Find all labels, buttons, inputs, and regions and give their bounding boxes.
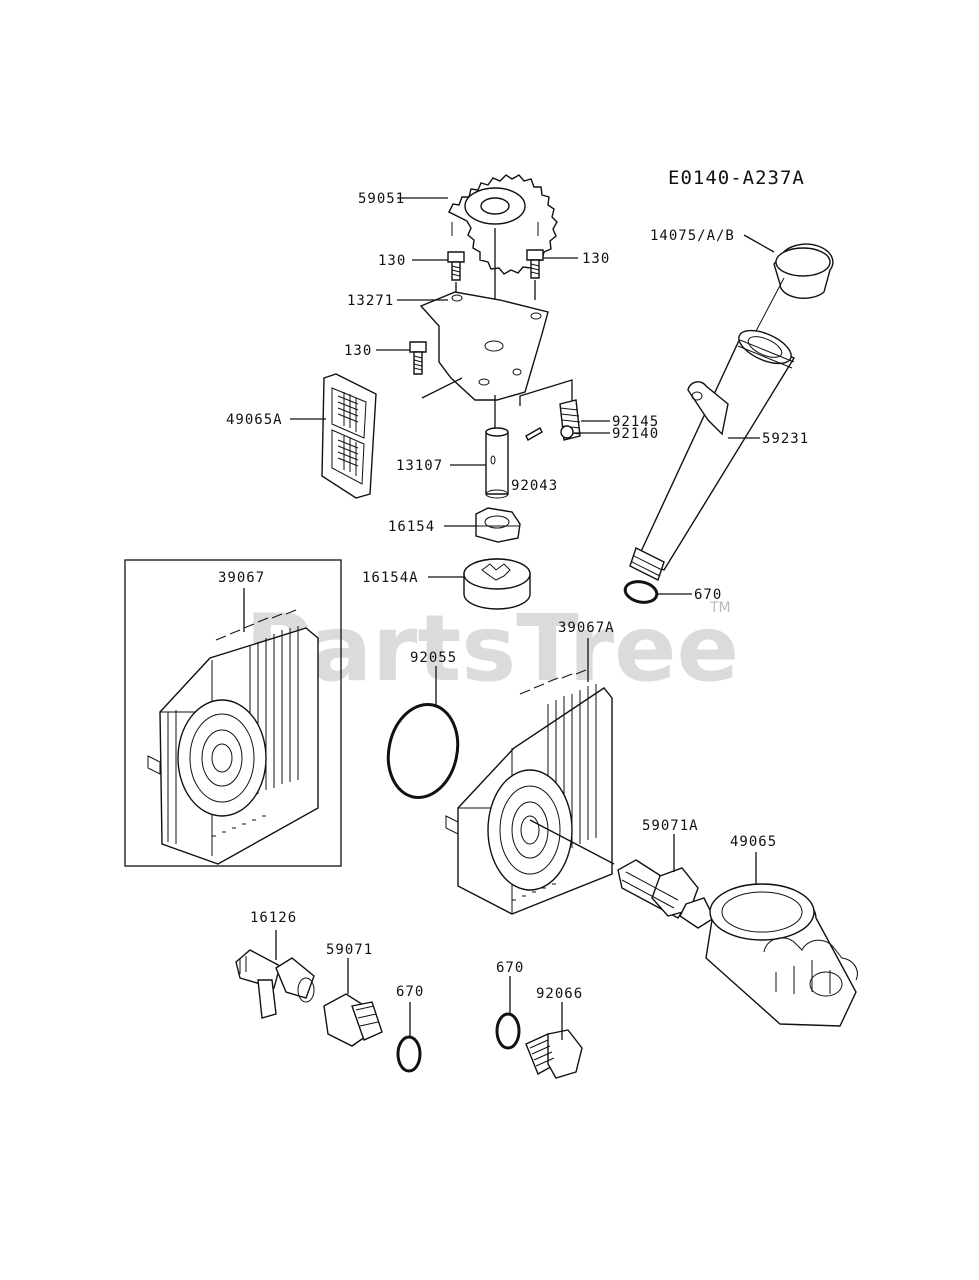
label-130-right[interactable]: 130 — [582, 251, 610, 267]
label-670-top[interactable]: 670 — [694, 587, 722, 603]
rotor-16154[interactable] — [475, 507, 521, 543]
cooler-39067[interactable] — [147, 609, 319, 865]
pipe-16126[interactable] — [235, 949, 315, 1019]
label-59051[interactable]: 59051 — [358, 191, 405, 207]
tube-59231[interactable] — [629, 324, 796, 581]
label-670-left[interactable]: 670 — [396, 984, 424, 1000]
label-16126[interactable]: 16126 — [250, 910, 297, 926]
label-670-mid[interactable]: 670 — [496, 960, 524, 976]
label-14075[interactable]: 14075/A/B — [650, 228, 735, 244]
oring-670-top[interactable] — [623, 579, 659, 605]
bolt-130-right[interactable] — [526, 249, 544, 279]
label-92066[interactable]: 92066 — [536, 986, 583, 1002]
bolt-130-left[interactable] — [447, 251, 465, 281]
filter-49065[interactable] — [705, 883, 858, 1027]
cap-14075[interactable] — [745, 243, 834, 351]
label-130-left[interactable]: 130 — [378, 253, 406, 269]
label-49065[interactable]: 49065 — [730, 834, 777, 850]
oring-92055[interactable] — [380, 698, 466, 804]
screen-49065A[interactable] — [321, 373, 377, 499]
label-13107[interactable]: 13107 — [396, 458, 443, 474]
label-59071A[interactable]: 59071A — [642, 818, 699, 834]
plug-92066[interactable] — [525, 1029, 583, 1079]
watermark-tm: TM — [709, 600, 731, 616]
label-39067A[interactable]: 39067A — [558, 620, 615, 636]
rotor-16154A[interactable] — [463, 558, 531, 610]
label-130-mid[interactable]: 130 — [344, 343, 372, 359]
diagram-code: E0140-A237A — [668, 167, 805, 189]
label-92055[interactable]: 92055 — [410, 650, 457, 666]
watermark: PartsTree — [245, 595, 739, 702]
cooler-39067A[interactable] — [445, 669, 613, 915]
plug-59071[interactable] — [323, 993, 383, 1047]
label-92145[interactable]: 92145 — [612, 414, 659, 430]
label-59071[interactable]: 59071 — [326, 942, 373, 958]
label-13271[interactable]: 13271 — [347, 293, 394, 309]
label-39067[interactable]: 39067 — [218, 570, 265, 586]
shaft-13107[interactable] — [485, 427, 509, 499]
label-16154[interactable]: 16154 — [388, 519, 435, 535]
oring-670-mid[interactable] — [495, 1012, 521, 1050]
nipple-59071A[interactable] — [617, 859, 715, 929]
label-92043[interactable]: 92043 — [511, 478, 558, 494]
bolt-130-mid[interactable] — [409, 341, 427, 375]
label-92140[interactable]: 92140 — [612, 426, 659, 442]
ball-92140[interactable] — [560, 425, 574, 439]
box-39067 — [124, 559, 342, 867]
label-49065A[interactable]: 49065A — [226, 412, 283, 428]
plate-13271[interactable] — [419, 291, 549, 401]
oring-670-left[interactable] — [396, 1035, 422, 1073]
gear-59051[interactable] — [448, 174, 558, 275]
pin-92043[interactable] — [525, 427, 543, 441]
label-16154A[interactable]: 16154A — [362, 570, 419, 586]
label-59231[interactable]: 59231 — [762, 431, 809, 447]
